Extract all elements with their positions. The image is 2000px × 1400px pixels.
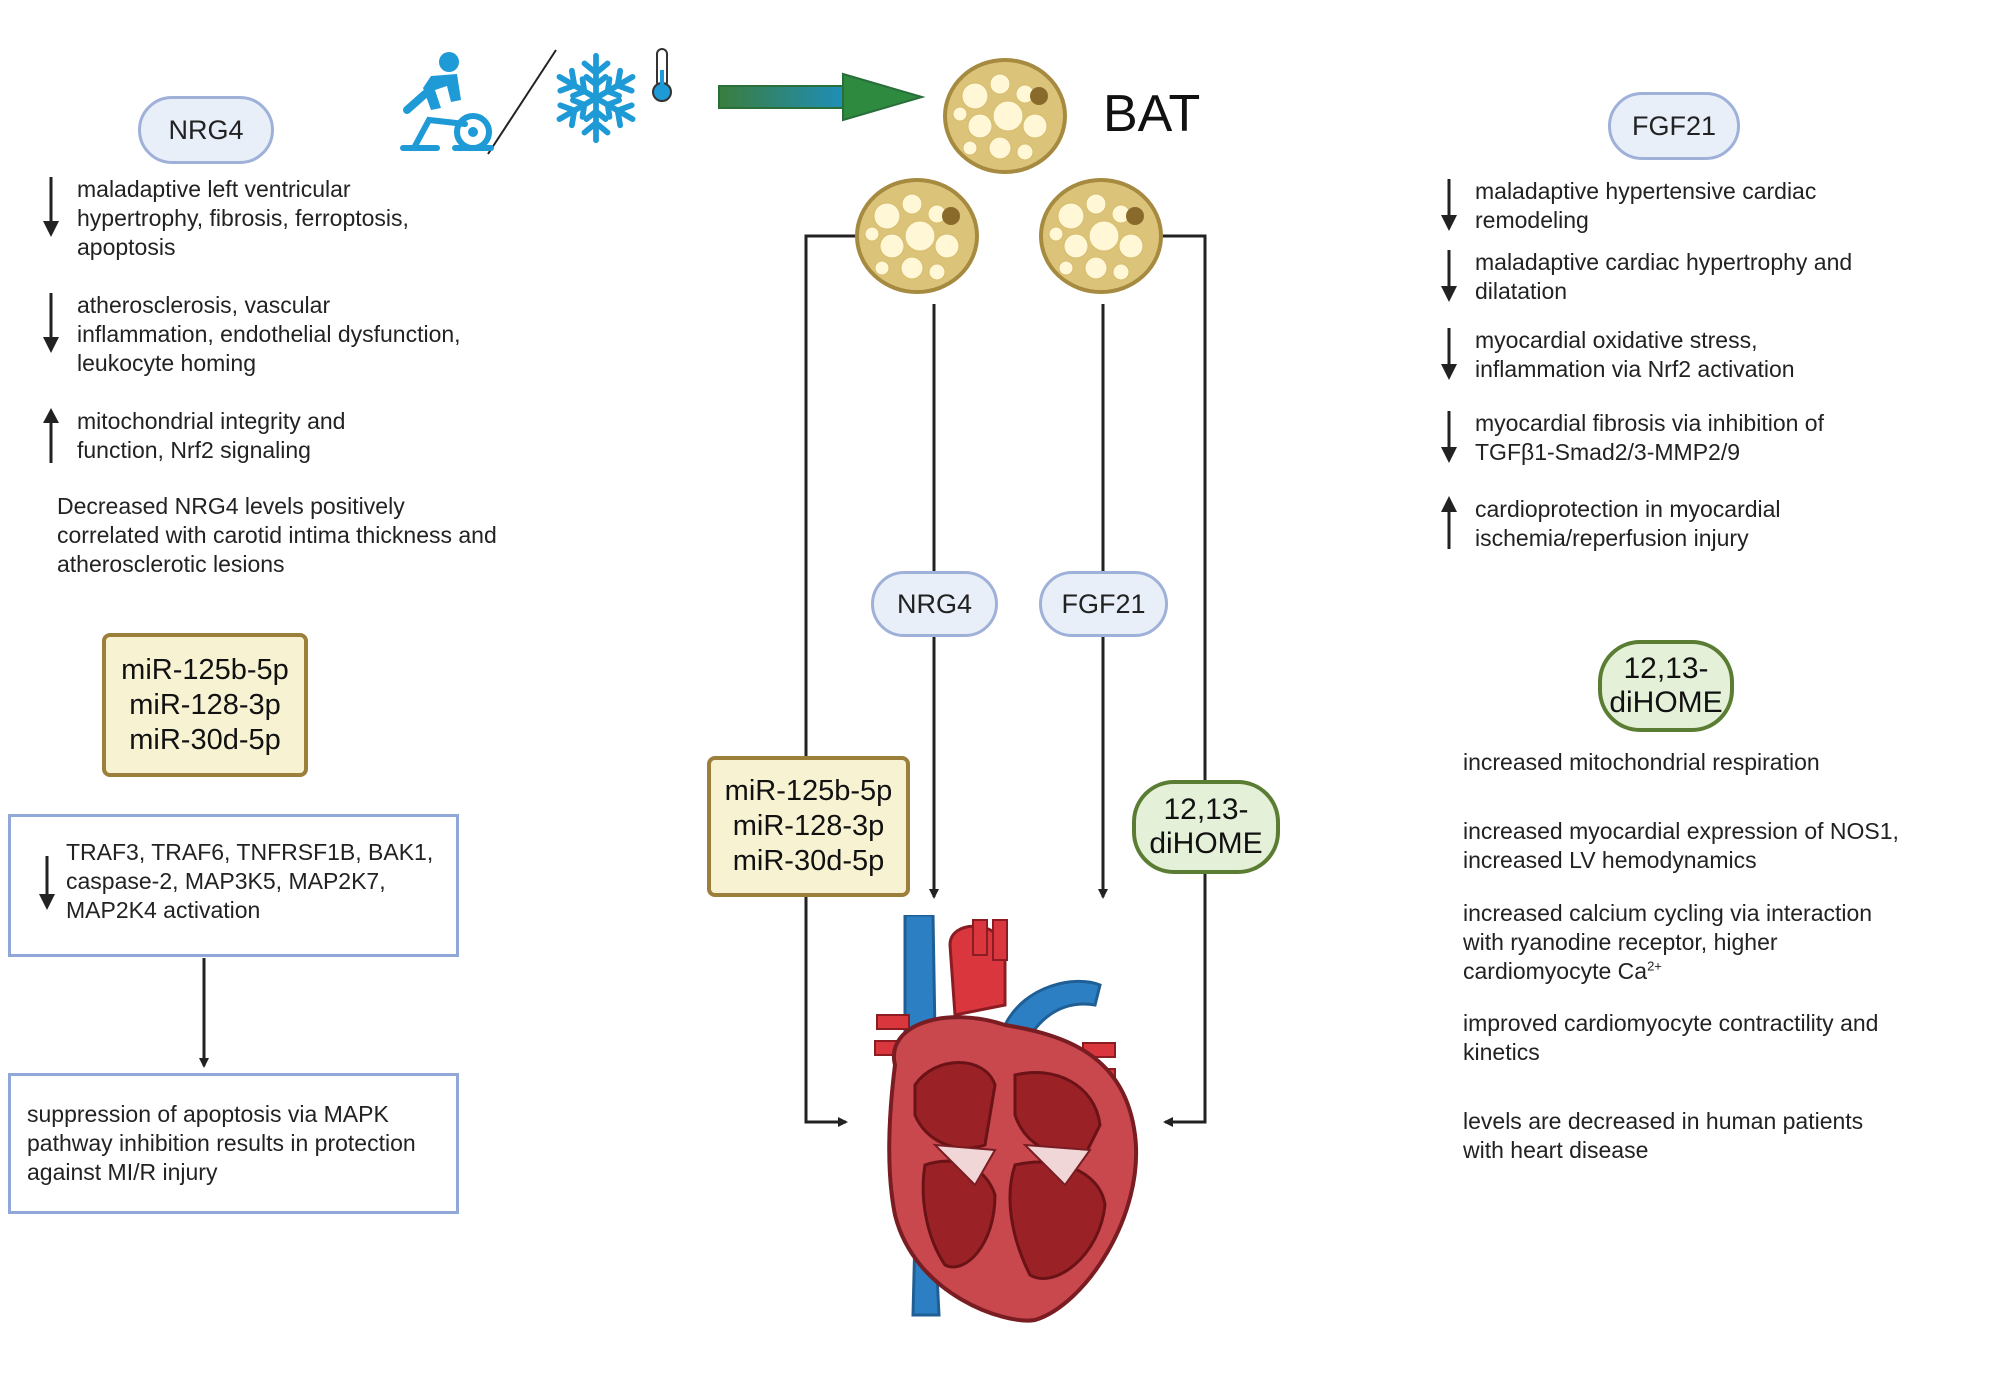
mirna-box-center: miR-125b-5p miR-128-3p miR-30d-5p — [707, 756, 910, 897]
mirna-line: miR-125b-5p — [121, 653, 289, 686]
dihome-pill: 12,13- diHOME — [1598, 640, 1734, 732]
outcome-text: suppression of apoptosis via MAPK pathwa… — [27, 1101, 416, 1185]
mirna-line: miR-128-3p — [129, 688, 281, 721]
dihome-effect: levels are decreased in human patients w… — [1463, 1108, 1864, 1163]
up-arrow-icon — [1441, 496, 1457, 549]
thermometer-icon — [652, 48, 672, 102]
bat-label: BAT — [1103, 85, 1201, 143]
down-arrow-icon — [43, 177, 59, 237]
mirna-line: miR-125b-5p — [724, 775, 893, 807]
dihome-effect: increased myocardial expression of NOS1,… — [1463, 818, 1899, 873]
mirna-line: miR-128-3p — [732, 810, 885, 842]
dihome-effect-text: increased calcium cycling via interactio… — [1463, 900, 1873, 984]
mirna-line: miR-30d-5p — [732, 845, 885, 877]
down-arrow-icon — [1441, 250, 1457, 302]
effect-text: maladaptive left ventricular hypertrophy… — [77, 176, 409, 260]
nrg4-note: Decreased NRG4 levels positively correla… — [57, 493, 497, 577]
effect-text: cardioprotection in myocardial ischemia/… — [1475, 496, 1781, 551]
ca-superscript: 2+ — [1647, 958, 1662, 974]
effect-item: maladaptive hypertensive cardiac remodel… — [1440, 177, 1880, 235]
dihome-effect: improved cardiomyocyte contractility and… — [1463, 1010, 1879, 1065]
mirna-line: miR-30d-5p — [129, 723, 281, 756]
down-arrow-icon — [1441, 411, 1457, 463]
outcome-box: suppression of apoptosis via MAPK pathwa… — [8, 1073, 459, 1214]
bat-cell-icon — [855, 178, 979, 294]
exercise-bike-icon — [400, 52, 494, 151]
targets-box: TRAF3, TRAF6, TNFRSF1B, BAK1, caspase-2,… — [8, 814, 459, 957]
dihome-line: diHOME — [1609, 686, 1723, 719]
effect-text: myocardial oxidative stress, inflammatio… — [1475, 327, 1795, 382]
fgf21-pill: FGF21 — [1608, 92, 1740, 160]
dihome-effect: increased mitochondrial respiration — [1463, 749, 1820, 775]
dihome-line: diHOME — [1149, 827, 1263, 860]
dihome-pill-center: 12,13- diHOME — [1132, 780, 1280, 874]
effect-text: mitochondrial integrity and function, Nr… — [77, 408, 346, 463]
nrg4-pill-center: NRG4 — [871, 571, 998, 637]
effect-item: atherosclerosis, vascular inflammation, … — [42, 291, 472, 378]
effect-text: maladaptive cardiac hypertrophy and dila… — [1475, 249, 1853, 304]
green-arrow-icon — [718, 72, 926, 122]
up-arrow-icon — [43, 408, 59, 463]
left-bracket-line — [804, 234, 862, 1127]
bat-cell-icon — [943, 58, 1067, 174]
mirna-box-left: miR-125b-5p miR-128-3p miR-30d-5p — [102, 633, 308, 777]
down-arrow-icon — [1441, 328, 1457, 380]
down-arrow-icon — [1441, 179, 1457, 231]
dihome-line: 12,13- — [1623, 652, 1709, 685]
snowflake-icon — [548, 52, 644, 148]
effect-item: myocardial oxidative stress, inflammatio… — [1440, 326, 1880, 384]
effect-item: TRAF3, TRAF6, TNFRSF1B, BAK1, caspase-2,… — [38, 838, 448, 925]
right-bracket-line — [1158, 234, 1207, 1127]
effect-item: myocardial fibrosis via inhibition of TG… — [1440, 409, 1880, 467]
effect-item: mitochondrial integrity and function, Nr… — [42, 407, 432, 465]
effect-text: maladaptive hypertensive cardiac remodel… — [1475, 178, 1817, 233]
effect-item: maladaptive cardiac hypertrophy and dila… — [1440, 248, 1880, 306]
heart-icon — [874, 915, 1139, 1323]
bat-cell-icon — [1039, 178, 1163, 294]
effect-text: myocardial fibrosis via inhibition of TG… — [1475, 410, 1824, 465]
effect-text: atherosclerosis, vascular inflammation, … — [77, 292, 461, 376]
divider-slash — [487, 49, 557, 155]
down-arrow-icon — [39, 856, 55, 910]
effect-item: cardioprotection in myocardial ischemia/… — [1440, 495, 1880, 553]
effect-item: maladaptive left ventricular hypertrophy… — [42, 175, 472, 262]
dihome-effect-calcium: increased calcium cycling via interactio… — [1463, 899, 1903, 986]
nrg4-pill: NRG4 — [138, 96, 274, 164]
fgf21-pill-center: FGF21 — [1039, 571, 1168, 637]
dihome-line: 12,13- — [1163, 793, 1249, 826]
effect-text: TRAF3, TRAF6, TNFRSF1B, BAK1, caspase-2,… — [66, 839, 434, 923]
down-arrow-icon — [43, 293, 59, 353]
